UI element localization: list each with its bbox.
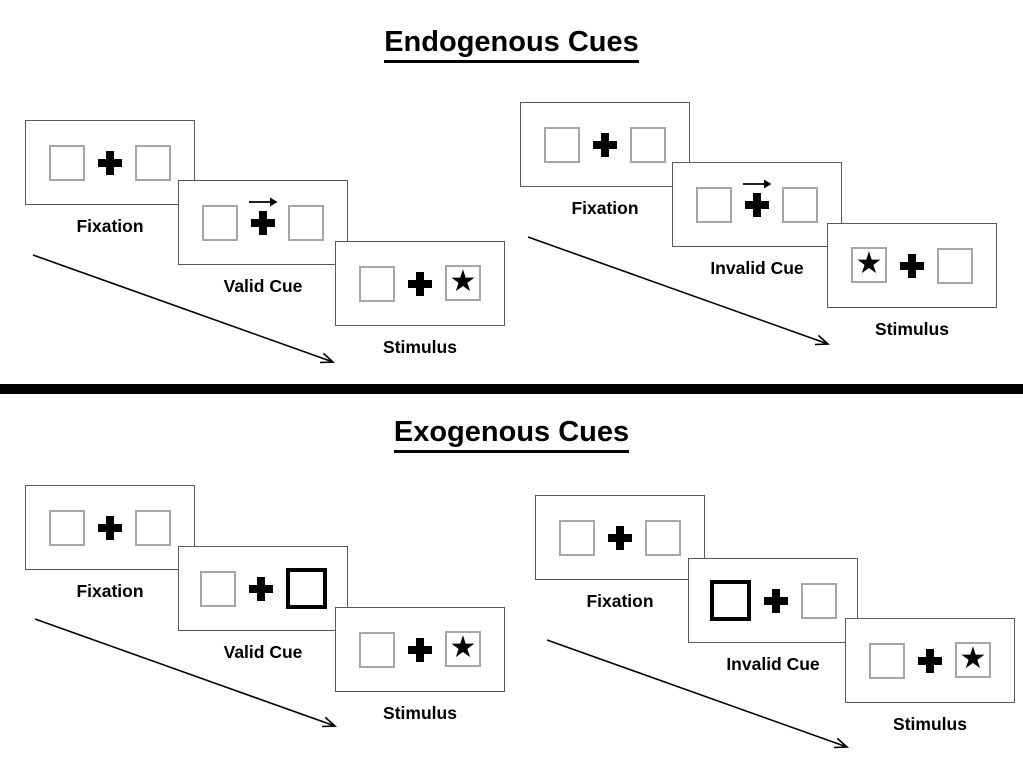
star-icon: ★ [449, 263, 477, 299]
timeline-arrow-exogenous-valid [34, 618, 338, 728]
plus-cross-icon [918, 648, 942, 673]
panel-endogenous-valid-stimulus: ★ [335, 241, 505, 326]
star-icon: ★ [959, 640, 987, 676]
plus-cross-icon [763, 588, 788, 613]
plus-cross-icon [248, 576, 273, 601]
left-box-plain [49, 144, 85, 181]
label-exogenous-valid-cue: Valid Cue [223, 642, 303, 662]
timeline-arrow-endogenous-invalid [527, 236, 831, 346]
left-box-plain [359, 631, 395, 668]
fixation-cross-area [408, 271, 432, 296]
label-endogenous-valid-fixation: Fixation [76, 216, 144, 236]
fixation-cross-area [743, 179, 772, 217]
right-box-star: ★ [445, 263, 481, 301]
right-box-plain [288, 204, 324, 241]
exogenous-title-text: Exogenous Cues [393, 416, 630, 453]
label-exogenous-valid-stimulus: Stimulus [383, 703, 457, 723]
fixation-cross-area [763, 588, 788, 613]
right-box-plain [937, 247, 973, 284]
panel-exogenous-valid-fixation [25, 485, 195, 570]
left-box-plain [544, 126, 580, 163]
fixation-cross-area [900, 253, 924, 278]
plus-cross-icon [900, 253, 924, 278]
cue-direction-arrow-icon [249, 197, 278, 206]
plus-cross-icon [408, 637, 432, 662]
panel-endogenous-valid-cue [178, 180, 348, 265]
fixation-cross-area [593, 132, 617, 157]
star-icon: ★ [449, 629, 477, 665]
panel-endogenous-invalid-fixation [520, 102, 690, 187]
label-endogenous-valid-cue: Valid Cue [223, 276, 303, 296]
left-box-plain [49, 509, 85, 546]
endogenous-title-text: Endogenous Cues [384, 26, 639, 63]
left-box-star: ★ [851, 245, 887, 283]
label-endogenous-invalid-fixation: Fixation [571, 198, 639, 218]
fixation-cross-area [408, 637, 432, 662]
right-box-star: ★ [955, 640, 991, 678]
right-box-plain [630, 126, 666, 163]
label-exogenous-invalid-fixation: Fixation [586, 591, 654, 611]
plus-cross-icon [745, 192, 769, 217]
fixation-cross-area [248, 576, 273, 601]
right-box-thick [285, 568, 327, 609]
right-box-plain [135, 509, 171, 546]
exogenous-section-title: Exogenous Cues [0, 416, 1023, 453]
panel-exogenous-invalid-cue [688, 558, 858, 643]
label-endogenous-invalid-cue: Invalid Cue [710, 258, 804, 278]
left-box-thick [709, 580, 751, 621]
right-box-plain [135, 144, 171, 181]
right-box-plain [782, 186, 818, 223]
fixation-cross-area [249, 197, 278, 235]
plus-cross-icon [408, 271, 432, 296]
fixation-cross-area [918, 648, 942, 673]
label-endogenous-valid-stimulus: Stimulus [383, 337, 457, 357]
label-exogenous-invalid-cue: Invalid Cue [726, 654, 820, 674]
left-box-plain [202, 204, 238, 241]
panel-exogenous-valid-stimulus: ★ [335, 607, 505, 692]
panel-exogenous-invalid-fixation [535, 495, 705, 580]
fixation-cross-area [98, 515, 122, 540]
left-box-plain [559, 519, 595, 556]
fixation-cross-area [608, 525, 632, 550]
left-box-plain [199, 570, 236, 607]
right-box-plain [645, 519, 681, 556]
left-box-plain [696, 186, 732, 223]
left-box-plain [359, 265, 395, 302]
plus-cross-icon [593, 132, 617, 157]
right-box-star: ★ [445, 629, 481, 667]
endogenous-section-title: Endogenous Cues [0, 26, 1023, 63]
panel-endogenous-invalid-cue [672, 162, 842, 247]
panel-exogenous-invalid-stimulus: ★ [845, 618, 1015, 703]
plus-cross-icon [98, 515, 122, 540]
panel-endogenous-invalid-stimulus: ★ [827, 223, 997, 308]
plus-cross-icon [608, 525, 632, 550]
fixation-cross-area [98, 150, 122, 175]
section-divider [0, 384, 1023, 394]
timeline-arrow-exogenous-invalid [546, 639, 850, 749]
label-exogenous-invalid-stimulus: Stimulus [893, 714, 967, 734]
panel-exogenous-valid-cue [178, 546, 348, 631]
panel-endogenous-valid-fixation [25, 120, 195, 205]
left-box-plain [869, 642, 905, 679]
cue-direction-arrow-icon [743, 179, 772, 188]
label-endogenous-invalid-stimulus: Stimulus [875, 319, 949, 339]
right-box-plain [800, 582, 837, 619]
plus-cross-icon [251, 210, 275, 235]
plus-cross-icon [98, 150, 122, 175]
label-exogenous-valid-fixation: Fixation [76, 581, 144, 601]
star-icon: ★ [855, 245, 883, 281]
timeline-arrow-endogenous-valid [32, 254, 336, 364]
